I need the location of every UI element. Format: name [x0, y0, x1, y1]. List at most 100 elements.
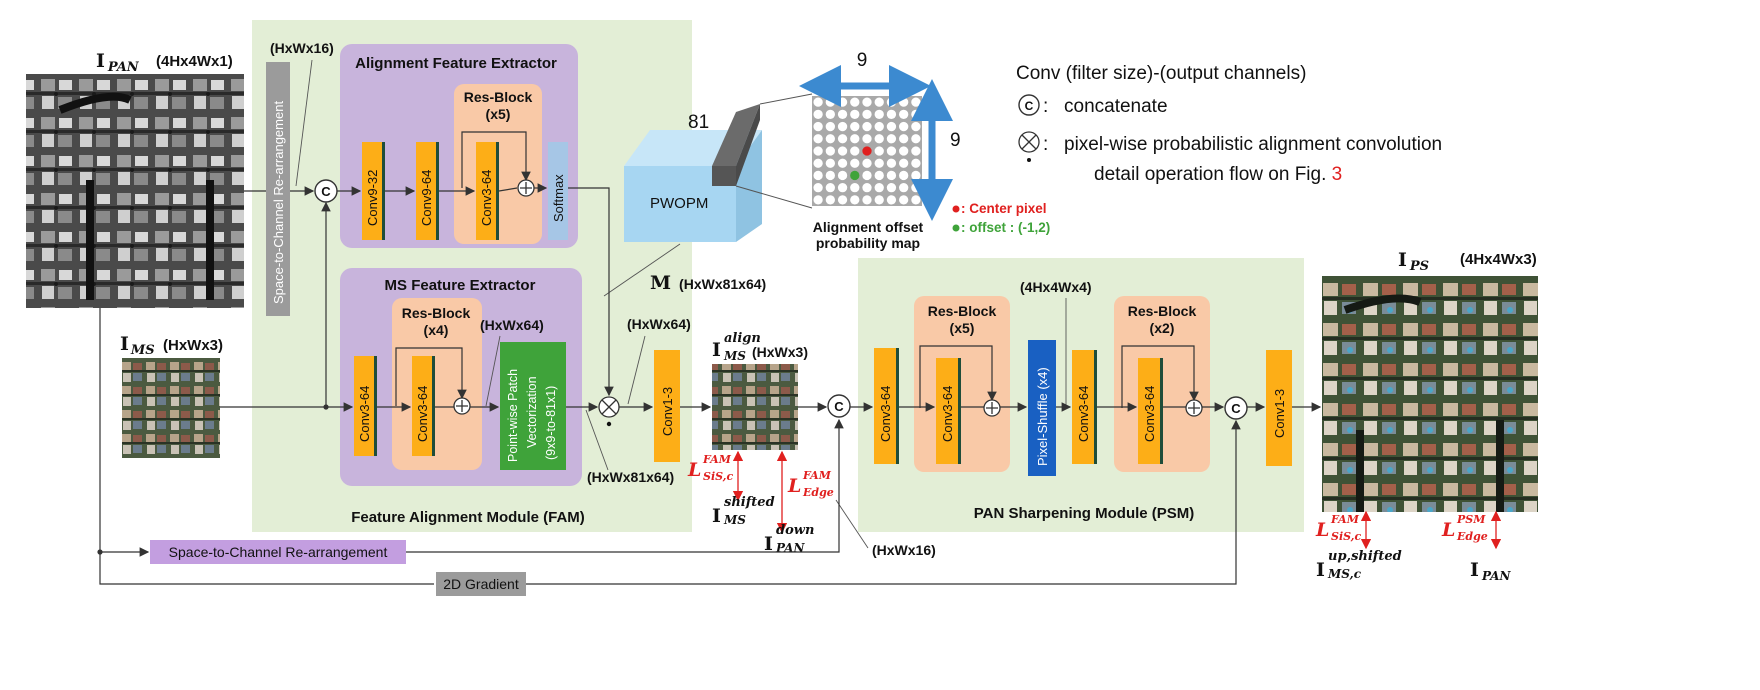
- offset-grid-cell: [886, 183, 897, 193]
- afe-title: Alignment Feature Extractor: [355, 55, 557, 72]
- gradient-2d-label: 2D Gradient: [443, 576, 519, 592]
- offset-grid-cell: [886, 170, 897, 181]
- conv3-64-psm-c-label: Conv3-64: [1076, 386, 1091, 442]
- svg-text:I: I: [712, 505, 721, 527]
- conv3-64-psm-b-stripe: [958, 358, 961, 464]
- svg-text:MS,c: MS,c: [1327, 567, 1362, 581]
- offset-grid-cell: [837, 146, 848, 156]
- conv9-32-stripe: [382, 142, 385, 240]
- offset-legend: : offset : (-1,2): [961, 220, 1050, 235]
- offset-grid-cell: [850, 146, 860, 156]
- ms-resblock-count: (x4): [424, 322, 449, 338]
- dims-hxwx81x64: (HxWx81x64): [587, 469, 674, 485]
- svg-text:SiS,c: SiS,c: [703, 470, 734, 483]
- pv-label-1: Point-wise Patch: [506, 369, 520, 462]
- grid-height-label: 9: [950, 130, 961, 151]
- offset-grid-cell: [899, 97, 909, 107]
- offset-grid-cell: [850, 134, 860, 144]
- svg-text:down: down: [776, 523, 814, 538]
- legend-concat-note: concatenate: [1064, 96, 1168, 117]
- offset-grid-cell: [837, 121, 848, 132]
- svg-text:PSM: PSM: [1456, 513, 1486, 526]
- conv3-64-psm-c-block: [1072, 350, 1094, 464]
- conv9-64-label: Conv9-64: [419, 170, 434, 226]
- offset-grid-cell: [813, 183, 823, 193]
- svg-text:C: C: [1231, 401, 1241, 416]
- pixel-shuffle-label: Pixel-Shuffle (x4): [1035, 367, 1050, 466]
- offset-grid-cell: [862, 170, 872, 181]
- legend-otimes-icon: [1018, 131, 1040, 162]
- pan-image-road: [58, 92, 214, 300]
- offset-grid-cell: [899, 183, 909, 193]
- legend-colon-2: :: [1043, 134, 1048, 155]
- svg-text:L: L: [1315, 519, 1329, 541]
- s2c-horizontal-label: Space-to-Channel Re-arrangement: [169, 544, 388, 560]
- conv3-64-ms-b-block: [412, 356, 432, 456]
- svg-text:Edge: Edge: [1456, 530, 1488, 543]
- gradient-2d-block: [436, 572, 526, 596]
- offset-grid-offset-cell: [850, 170, 860, 181]
- pv-block: [500, 342, 566, 470]
- conv3-64-psm-a-label: Conv3-64: [878, 386, 893, 442]
- psm-resblock2-title: Res-Block: [1128, 303, 1197, 319]
- afe-skip: [461, 131, 531, 188]
- legend-colon-1: :: [1043, 96, 1048, 117]
- offset-grid-cell: [850, 195, 860, 205]
- loss-sis-up: L FAM SiS,c: [1315, 513, 1362, 543]
- offset-legend-dot: [952, 224, 960, 232]
- offset-grid-cell: [874, 170, 884, 181]
- offset-grid-cell: [813, 97, 823, 107]
- dims-hxwx64-ms: (HxWx64): [480, 317, 544, 333]
- offset-grid-cell: [862, 97, 872, 107]
- offset-grid-cell: [874, 97, 884, 107]
- offset-grid-cell: [813, 170, 823, 181]
- aligned-ms-sup: align: [724, 331, 761, 346]
- offset-grid-cell: [813, 158, 823, 168]
- offset-grid-cell: [874, 146, 884, 156]
- offset-grid-cell: [837, 109, 848, 119]
- offset-grid-cell: [825, 183, 835, 193]
- svg-text:MS: MS: [723, 513, 746, 527]
- svg-text:I: I: [1470, 559, 1479, 581]
- offset-grid-cell: [825, 134, 835, 144]
- loss-sis-fam: L FAM SiS,c: [687, 453, 734, 483]
- aligned-ms-label: I: [712, 339, 721, 361]
- offset-grid-cell: [874, 158, 884, 168]
- offset-grid-cell: [911, 134, 921, 144]
- svg-text:SiS,c: SiS,c: [1331, 530, 1362, 543]
- offset-grid-cell: [850, 97, 860, 107]
- conv1-3-psm-block: [1266, 350, 1292, 466]
- offset-grid-cell: [813, 134, 823, 144]
- dims-m-label: M(HxWx81x64): [650, 272, 766, 294]
- offset-grid-cell: [899, 146, 909, 156]
- conv1-3-fam-label: Conv1-3: [660, 387, 675, 436]
- pan-dims: (4Hx4Wx1): [156, 53, 233, 70]
- dims-4hx4wx4: (4Hx4Wx4): [1020, 279, 1092, 295]
- legend-concat-icon: C: [1018, 94, 1040, 116]
- offset-grid-cell: [899, 195, 909, 205]
- offset-grid-cell: [825, 195, 835, 205]
- offset-grid-cell: [850, 109, 860, 119]
- aligned-ms-image: [712, 364, 798, 450]
- offset-grid-cell: [837, 170, 848, 181]
- offset-grid-cell: [850, 183, 860, 193]
- offset-grid-cell: [862, 134, 872, 144]
- svg-text:L: L: [1441, 519, 1455, 541]
- conv3-64-psm-d-stripe: [1160, 358, 1163, 464]
- offset-grid-cell: [886, 109, 897, 119]
- psm-resblock2-count: (x2): [1150, 320, 1175, 336]
- offset-grid-cell: [825, 121, 835, 132]
- svg-text:C: C: [321, 184, 331, 199]
- offset-grid-cell: [874, 195, 884, 205]
- conv3-64-psm-d-block: [1138, 358, 1160, 464]
- svg-text:FAM: FAM: [802, 469, 832, 482]
- pwopm-depth: 81: [688, 112, 709, 133]
- conv1-3-fam-block: [654, 350, 680, 462]
- ps-dims: (4Hx4Wx3): [1460, 251, 1537, 268]
- offset-grid-cell: [911, 121, 921, 132]
- center-legend: : Center pixel: [961, 201, 1047, 216]
- offset-grid-cell: [850, 121, 860, 132]
- loss-edge-fam: L FAM Edge: [787, 469, 834, 499]
